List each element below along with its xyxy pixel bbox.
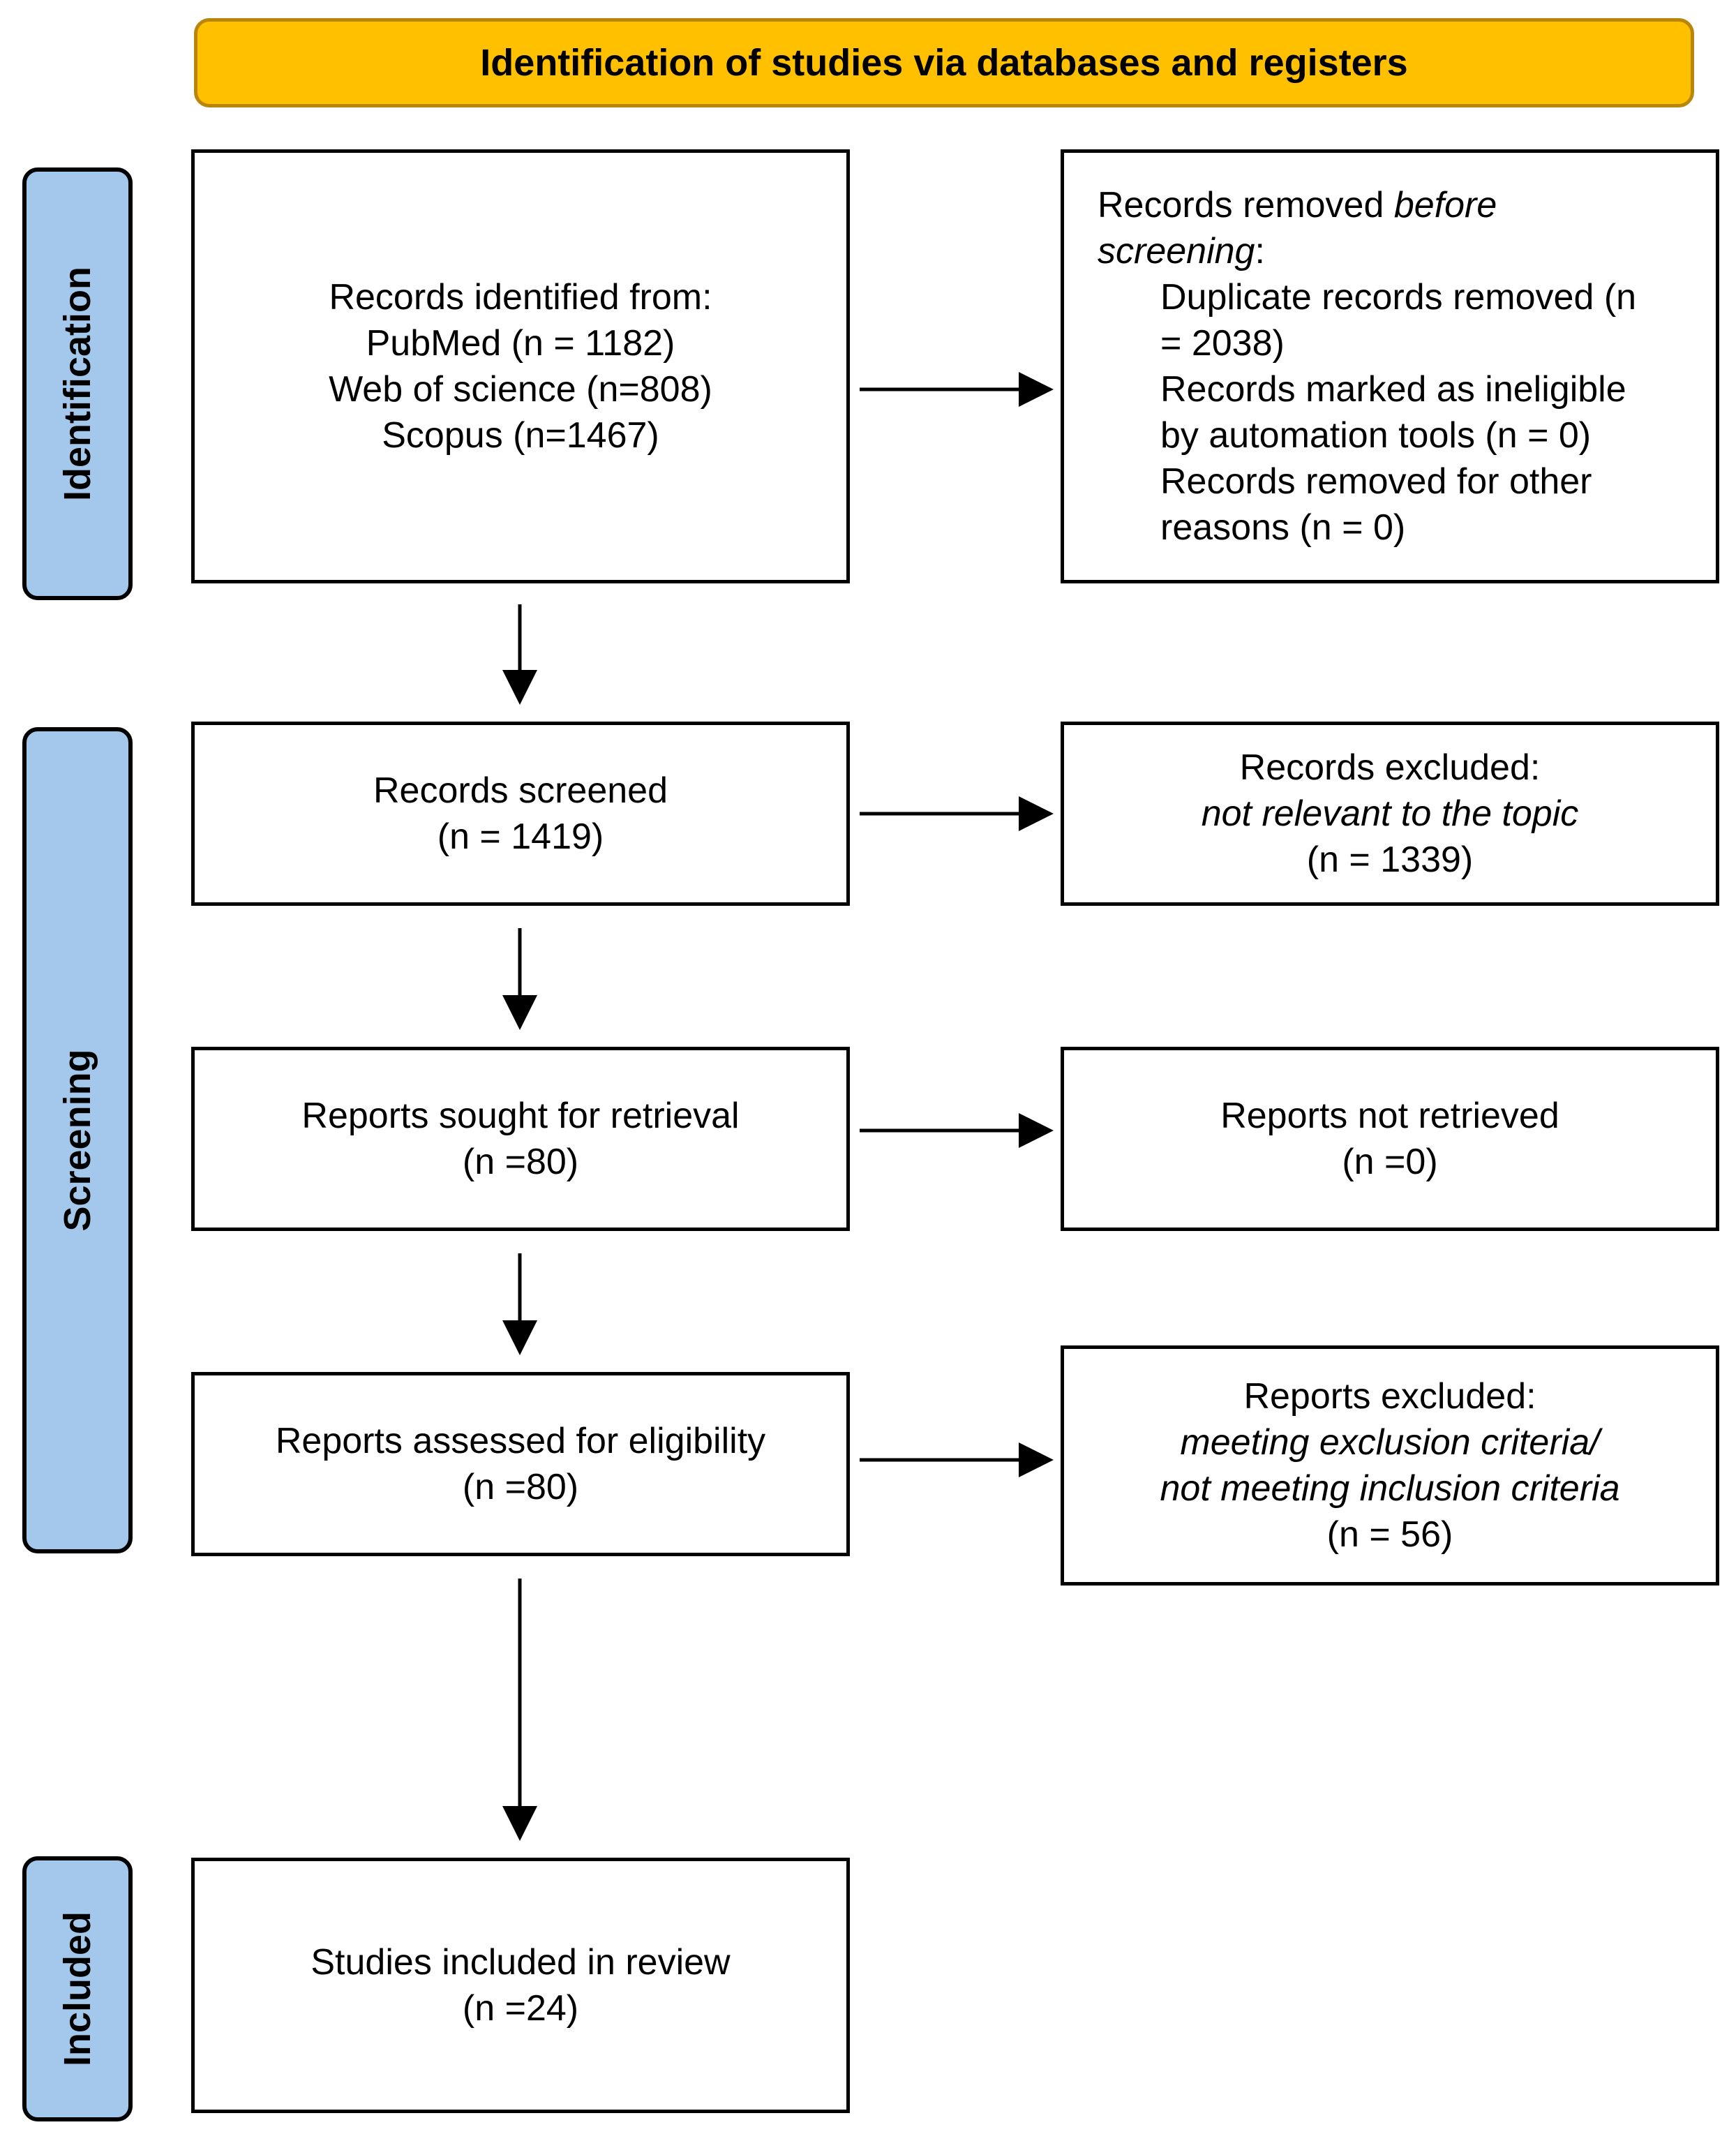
duplicate-records-line2: = 2038) (1160, 323, 1285, 364)
reports-excluded-label: Reports excluded: (1243, 1376, 1536, 1417)
records-identified-wos: Web of science (n=808) (329, 369, 712, 410)
records-identified-box: Records identified from: PubMed (n = 118… (191, 149, 850, 583)
identification-banner: Identification of studies via databases … (194, 18, 1694, 107)
studies-included-label: Studies included in review (310, 1942, 731, 1983)
reports-not-retrieved-count: (n =0) (1342, 1142, 1438, 1182)
phase-screening: Screening (22, 727, 133, 1553)
records-removed-box: Records removed before screening: Duplic… (1061, 149, 1719, 583)
banner-title: Identification of studies via databases … (480, 42, 1408, 84)
reports-assessed-count: (n =80) (462, 1467, 579, 1507)
reports-sought-count: (n =80) (462, 1142, 579, 1182)
reports-excluded-box: Reports excluded: meeting exclusion crit… (1061, 1345, 1719, 1586)
records-screened-label: Records screened (373, 770, 668, 811)
studies-included-count: (n =24) (462, 1988, 579, 2029)
other-removed-line2: reasons (n = 0) (1160, 507, 1406, 548)
records-removed-heading-plain: Records removed (1098, 185, 1394, 225)
reports-sought-box: Reports sought for retrieval (n =80) (191, 1047, 850, 1231)
reports-assessed-box: Reports assessed for eligibility (n =80) (191, 1372, 850, 1556)
records-excluded-count: (n = 1339) (1306, 840, 1474, 880)
reports-excluded-reason1: meeting exclusion criteria/ (1180, 1422, 1600, 1463)
records-screened-count: (n = 1419) (437, 816, 604, 857)
ineligible-records-line1: Records marked as ineligible (1160, 369, 1626, 410)
phase-identification-label: Identification (57, 267, 98, 501)
reports-not-retrieved-label: Reports not retrieved (1220, 1096, 1559, 1136)
records-excluded-label: Records excluded: (1239, 747, 1541, 788)
phase-included-label: Included (57, 1911, 98, 2067)
reports-excluded-count: (n = 56) (1326, 1514, 1453, 1555)
records-identified-pubmed: PubMed (n = 1182) (366, 323, 675, 364)
records-removed-heading: Records removed before (1098, 182, 1497, 228)
duplicate-records-line1: Duplicate records removed (n (1160, 277, 1637, 318)
records-identified-scopus: Scopus (n=1467) (382, 415, 659, 456)
studies-included-box: Studies included in review (n =24) (191, 1858, 850, 2113)
phase-identification: Identification (22, 167, 133, 600)
reports-assessed-label: Reports assessed for eligibility (275, 1421, 766, 1461)
records-identified-heading: Records identified from: (329, 277, 712, 318)
records-removed-heading-line2: screening: (1098, 228, 1265, 274)
reports-not-retrieved-box: Reports not retrieved (n =0) (1061, 1047, 1719, 1231)
records-removed-heading-italic: before (1393, 185, 1497, 225)
records-screened-box: Records screened (n = 1419) (191, 722, 850, 906)
reports-sought-label: Reports sought for retrieval (301, 1096, 740, 1136)
records-excluded-reason: not relevant to the topic (1201, 793, 1579, 834)
phase-included: Included (22, 1856, 133, 2121)
ineligible-records-line2: by automation tools (n = 0) (1160, 415, 1592, 456)
records-removed-heading-colon: : (1255, 231, 1265, 271)
records-removed-heading-italic2: screening (1098, 231, 1255, 271)
phase-screening-label: Screening (57, 1049, 98, 1232)
records-excluded-box: Records excluded: not relevant to the to… (1061, 722, 1719, 906)
other-removed-line1: Records removed for other (1160, 461, 1592, 502)
reports-excluded-reason2: not meeting inclusion criteria (1160, 1468, 1620, 1509)
